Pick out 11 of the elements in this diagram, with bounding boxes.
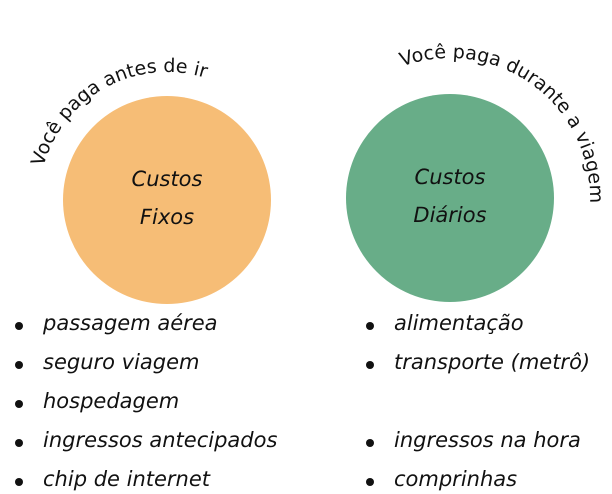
list-item: passagem aérea (43, 311, 218, 335)
node-label: Custos Fixos (130, 166, 204, 231)
node-label: Custos Diários (412, 164, 488, 229)
list-item: comprinhas (394, 467, 518, 491)
list-item: ingressos na hora (394, 428, 581, 452)
list-item: alimentação (394, 311, 524, 335)
list-item: hospedagem (43, 389, 180, 413)
list-item: seguro viagem (43, 350, 200, 374)
list-item: ingressos antecipados (43, 428, 278, 452)
list-item: chip de internet (43, 467, 210, 491)
list-item: transporte (metrô) (394, 350, 590, 374)
